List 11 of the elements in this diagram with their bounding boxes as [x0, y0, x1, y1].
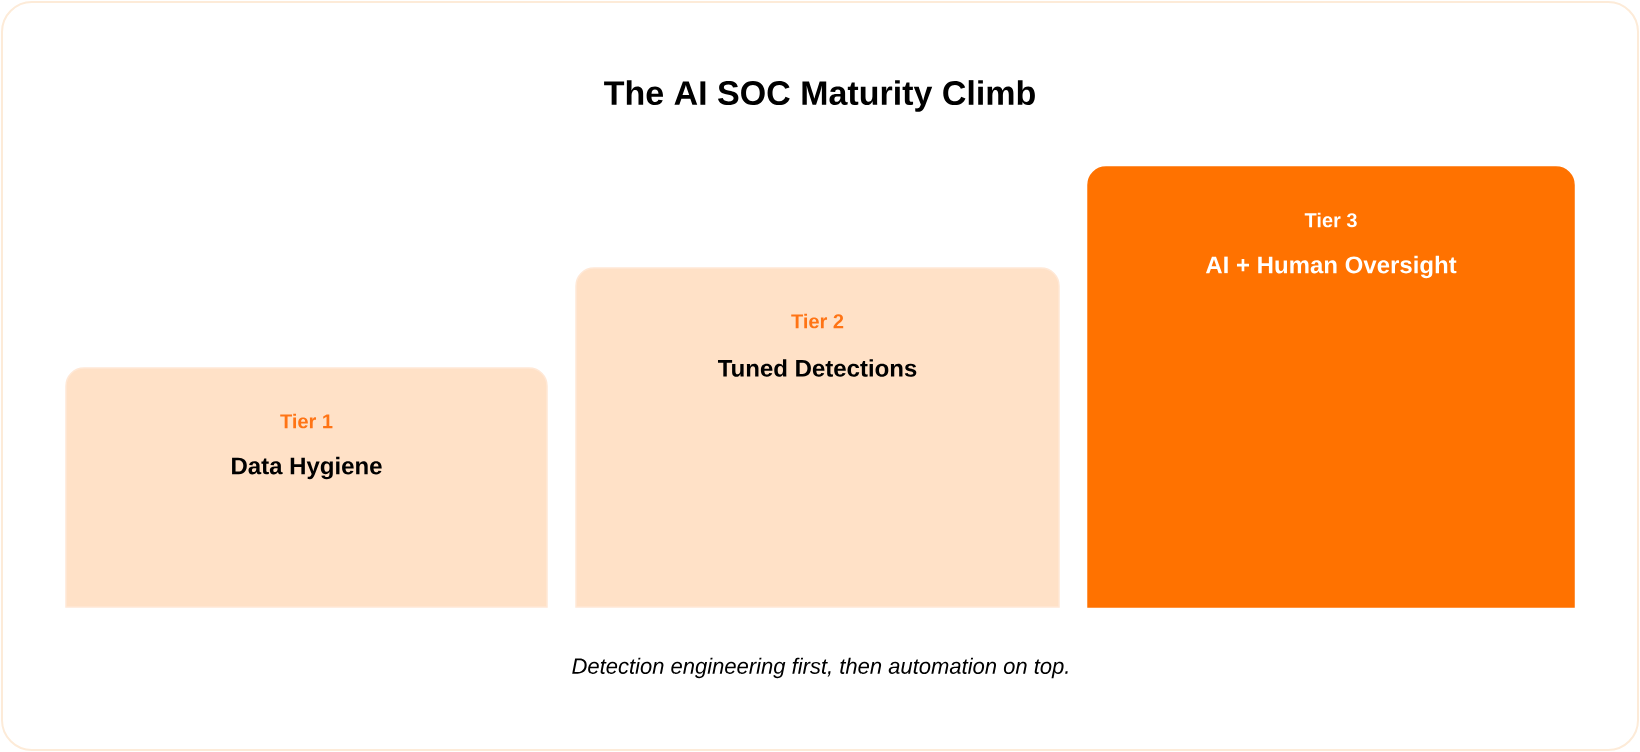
- tier-step-box: [65, 367, 548, 608]
- tier-step-box: [575, 267, 1060, 608]
- caption: Detection engineering first, then automation on top.: [572, 657, 1068, 679]
- step-title: AI + Human Oversight: [1205, 255, 1457, 279]
- step-title: Data Hygiene: [232, 456, 382, 480]
- tier-label: Tier 3: [1304, 212, 1357, 228]
- title: The AI SOC Maturity Climb: [604, 80, 1035, 112]
- tier-label: Tier 1: [280, 413, 333, 429]
- tier-label: Tier 2: [791, 313, 844, 329]
- tier-step-box: [1087, 166, 1575, 608]
- step-title: Tuned Detections: [718, 359, 917, 377]
